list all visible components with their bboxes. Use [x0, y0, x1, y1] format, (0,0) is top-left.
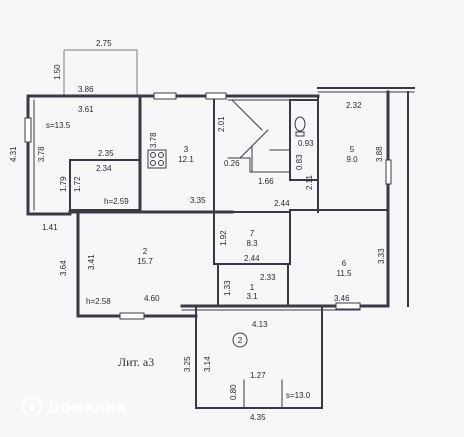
window-2: [205, 92, 227, 100]
dim-4-35: 4.35: [250, 413, 266, 422]
room-7-number: 7: [250, 229, 255, 238]
stair-outline: [227, 99, 291, 173]
room-labels: 1 3.1 2 15.7 3 12.1 5 9.0 6 11.5 7 8.3 2: [137, 145, 358, 345]
stove-icon: [147, 149, 167, 169]
watermark: Домклик: [22, 396, 126, 418]
windows: [24, 92, 392, 320]
dim-3-33: 3.33: [377, 248, 386, 264]
dim-2-01: 2.01: [217, 116, 226, 132]
dim-1-79: 1.79: [59, 176, 68, 192]
dim-3-86: 3.86: [78, 85, 94, 94]
watermark-text: Домклик: [47, 398, 127, 416]
area-s-13-5: s=13.5: [46, 121, 71, 130]
dim-1-92: 1.92: [219, 230, 228, 246]
window-1: [153, 92, 177, 100]
dim-2-75: 2.75: [96, 39, 112, 48]
terrace-outline: [63, 49, 138, 96]
area-s-13-0: s=13.0: [286, 391, 311, 400]
dim-0-80: 0.80: [229, 384, 238, 400]
dim-2-35: 2.35: [98, 149, 114, 158]
dim-1-41: 1.41: [42, 223, 58, 232]
dim-3-88: 3.88: [375, 146, 384, 162]
room-7-area: 8.3: [246, 239, 258, 248]
dim-0-26: 0.26: [224, 159, 240, 168]
height-h-2-59: h=2.59: [104, 197, 129, 206]
dim-2-11: 2.11: [305, 174, 314, 190]
dim-1-33: 1.33: [223, 280, 232, 296]
plan-label: Лит. а3: [118, 355, 154, 369]
dim-3-25: 3.25: [183, 356, 192, 372]
dim-2-34: 2.34: [96, 164, 112, 173]
room-2-area: 15.7: [137, 257, 153, 266]
dim-1-72: 1.72: [73, 176, 82, 192]
room-3-number: 3: [184, 145, 189, 154]
room-6-number: 6: [342, 259, 347, 268]
dim-4-31: 4.31: [9, 146, 18, 162]
annex-marker: [232, 332, 248, 348]
dim-3-78-left: 3.78: [37, 146, 46, 162]
annex-number: 2: [238, 336, 243, 345]
room-1-number: 1: [250, 283, 255, 292]
dim-3-35: 3.35: [190, 196, 206, 205]
dim-1-66: 1.66: [258, 177, 274, 186]
window-6: [385, 159, 392, 185]
dimensions: 2.75 1.50 3.86 3.61 4.31 3.78 s=13.5 2.3…: [9, 39, 386, 422]
toilet-icon: [294, 116, 306, 137]
dim-4-60: 4.60: [144, 294, 160, 303]
dim-3-78-kitchen: 3.78: [149, 132, 158, 148]
dim-1-50: 1.50: [53, 64, 62, 80]
walls: [26, 87, 415, 409]
room-3-area: 12.1: [178, 155, 194, 164]
house-in-circle-icon: [22, 397, 42, 417]
window-3: [24, 117, 32, 143]
dim-3-64: 3.64: [59, 260, 68, 276]
dim-3-14: 3.14: [203, 356, 212, 372]
inner-closet: [69, 159, 141, 211]
room-1-area: 3.1: [246, 292, 258, 301]
dim-2-44-bottom: 2.44: [244, 254, 260, 263]
room-5-area: 9.0: [346, 155, 358, 164]
dim-0-83: 0.83: [295, 154, 304, 170]
room-6-area: 11.5: [337, 269, 353, 278]
dim-0-93: 0.93: [298, 139, 314, 148]
window-5: [335, 302, 361, 310]
dim-2-33: 2.33: [260, 273, 276, 282]
dim-3-41: 3.41: [87, 254, 96, 270]
dim-2-32: 2.32: [346, 101, 362, 110]
window-4: [119, 312, 145, 320]
room-5-number: 5: [350, 145, 355, 154]
dim-3-61: 3.61: [78, 105, 94, 114]
dim-4-13: 4.13: [252, 320, 268, 329]
room-2-number: 2: [143, 247, 148, 256]
dim-3-46: 3.46: [334, 294, 350, 303]
height-h-2-58: h=2.58: [86, 297, 111, 306]
dim-1-27: 1.27: [250, 371, 266, 380]
dim-2-44-top: 2.44: [274, 199, 290, 208]
